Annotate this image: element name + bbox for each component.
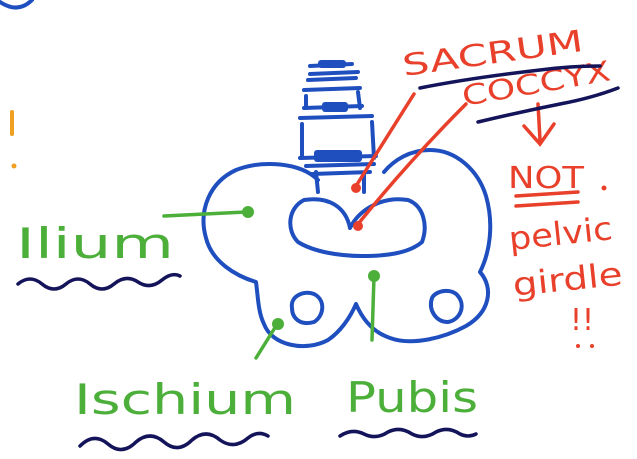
pubis-pointer-line	[372, 276, 374, 340]
girdle-label: girdle	[511, 255, 624, 304]
exclaim-trail-dot-2	[590, 344, 594, 348]
pubis-pointer-dot	[368, 270, 380, 282]
ilium-pointer-line	[164, 212, 246, 216]
ischium-label: Ischium	[74, 375, 296, 424]
coccyx-pointer-dot	[353, 221, 363, 231]
pelvic-i-dot	[602, 186, 607, 191]
obturator-foramen-right	[431, 291, 462, 322]
stray-blue-stroke	[0, 0, 32, 8]
not-underline-2	[516, 202, 578, 206]
sacrum-pointer-dot	[351, 183, 361, 193]
pelvis-outline	[204, 150, 491, 346]
not-label: NOT	[508, 161, 585, 196]
ischium-pointer-dot	[272, 318, 284, 330]
obturator-foramen-left	[292, 293, 322, 323]
exclaim-trail-dot-1	[576, 344, 580, 348]
ilium-pointer-dot	[242, 206, 254, 218]
pubis-underline	[340, 429, 476, 436]
ischium-underline	[80, 433, 268, 449]
ilium-label: Ilium	[16, 219, 174, 268]
exclaim-label: !!	[570, 303, 594, 338]
pointer-lines	[164, 212, 374, 358]
ilium-underline	[18, 275, 180, 289]
red-pointer-lines	[356, 94, 578, 224]
pubis-label: Pubis	[346, 373, 478, 422]
pelvic-label: pelvic	[507, 209, 614, 258]
stray-orange-dot	[12, 164, 17, 169]
